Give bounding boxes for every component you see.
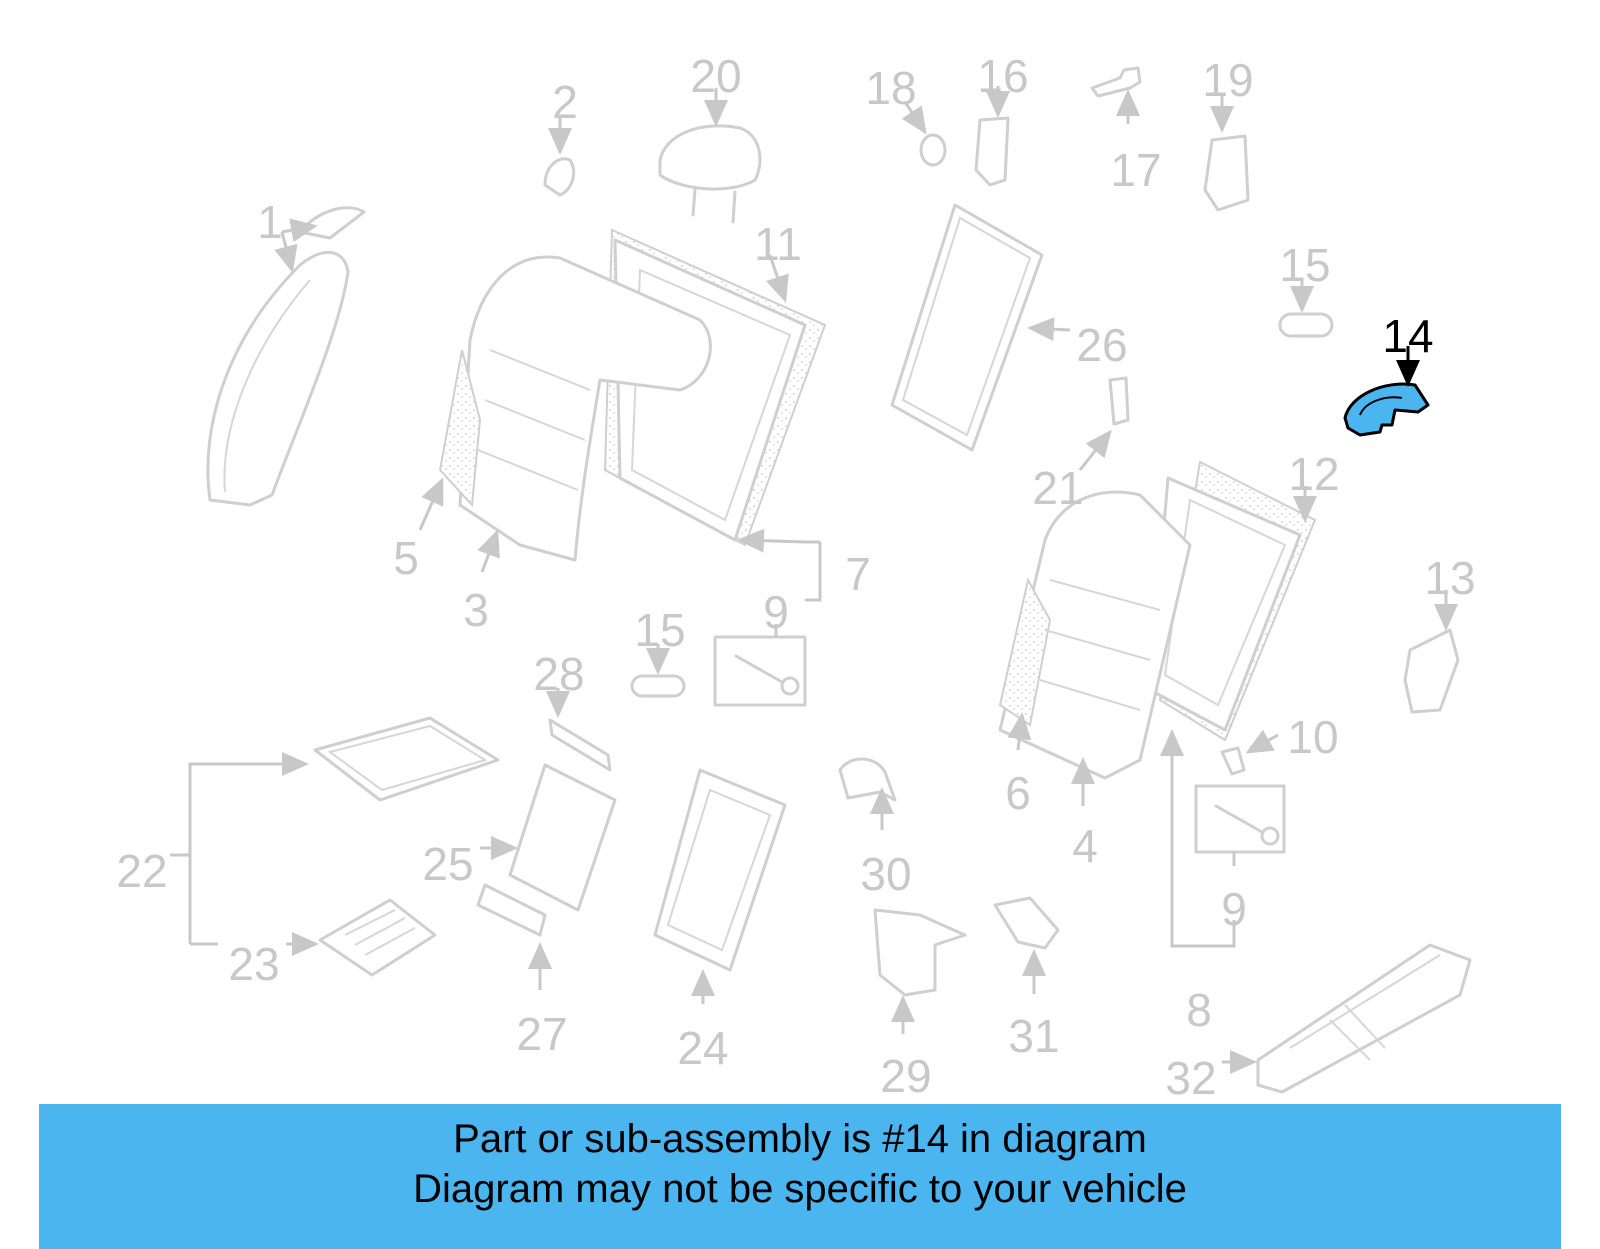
banner-line-2: Diagram may not be specific to your vehi… xyxy=(413,1167,1187,1211)
callout-3: 3 xyxy=(463,584,489,636)
part-17-bolt xyxy=(1090,66,1142,124)
part-14-highlighted xyxy=(1343,346,1430,437)
callout-5: 5 xyxy=(393,532,419,584)
part-30-cap xyxy=(838,757,897,830)
part-21-stud xyxy=(1078,376,1130,471)
part-10-clip xyxy=(1220,729,1279,776)
part-9-hardware-kit-right xyxy=(1160,729,1286,948)
callout-32: 32 xyxy=(1165,1052,1216,1100)
callout-31: 31 xyxy=(1008,1010,1059,1062)
part-13-trim xyxy=(1403,590,1460,714)
callout-1: 1 xyxy=(257,196,283,248)
callout-10: 10 xyxy=(1287,711,1338,763)
info-banner: Part or sub-assembly is #14 in diagram D… xyxy=(39,1104,1561,1249)
callout-15b: 15 xyxy=(634,604,685,656)
callout-7: 7 xyxy=(845,548,871,600)
part-2-clip xyxy=(543,118,576,197)
callout-2: 2 xyxy=(552,76,578,128)
part-16-bracket xyxy=(974,86,1010,187)
callout-13: 13 xyxy=(1424,552,1475,604)
callout-14: 14 xyxy=(1382,310,1433,362)
callout-30: 30 xyxy=(860,848,911,900)
part-26-panel xyxy=(890,203,1071,452)
callout-18: 18 xyxy=(865,62,916,114)
callout-4: 4 xyxy=(1072,820,1098,872)
part-1-side-trim xyxy=(206,206,366,507)
part-29-bracket xyxy=(873,908,967,1034)
part-27-cover xyxy=(476,883,552,990)
part-32-rail xyxy=(1222,943,1472,1094)
part-28-strip xyxy=(546,688,612,772)
callout-8: 8 xyxy=(1186,984,1212,1036)
part-23-latch xyxy=(286,898,437,977)
callout-29: 29 xyxy=(880,1050,931,1100)
callout-9b: 9 xyxy=(1221,883,1247,935)
callout-17: 17 xyxy=(1110,144,1161,196)
part-31-cover xyxy=(993,896,1060,994)
callout-16: 16 xyxy=(977,50,1028,102)
part-25-pad xyxy=(480,763,617,912)
part-15-bushing-lower xyxy=(630,644,686,698)
callout-15a: 15 xyxy=(1279,239,1330,291)
callout-25: 25 xyxy=(422,838,473,890)
right-seat-back xyxy=(998,460,1317,806)
callout-21: 21 xyxy=(1032,462,1083,514)
part-15-bushing-upper xyxy=(1278,278,1334,338)
callout-22: 22 xyxy=(116,845,167,897)
callout-19: 19 xyxy=(1202,54,1253,106)
callout-12: 12 xyxy=(1288,448,1339,500)
callout-24: 24 xyxy=(677,1022,728,1074)
callout-28: 28 xyxy=(533,648,584,700)
part-24-seat-frame xyxy=(653,768,787,1004)
callout-9a: 9 xyxy=(763,586,789,638)
callout-6: 6 xyxy=(1005,767,1031,819)
callout-20: 20 xyxy=(690,50,741,102)
part-9-hardware-kit-left xyxy=(713,624,807,707)
part-19-trim-cap xyxy=(1203,94,1250,212)
callout-26: 26 xyxy=(1076,319,1127,371)
part-20-headrest xyxy=(658,88,762,224)
part-22-cushion-frame xyxy=(170,716,500,946)
left-seat-back xyxy=(418,228,827,602)
callout-23: 23 xyxy=(228,938,279,990)
callout-11: 11 xyxy=(754,218,802,270)
parts-diagram: 1234567899101112131415151617181920212223… xyxy=(116,50,1475,1100)
part-18-grommet xyxy=(901,101,947,167)
callout-27: 27 xyxy=(516,1008,567,1060)
banner-line-1: Part or sub-assembly is #14 in diagram xyxy=(453,1117,1147,1161)
